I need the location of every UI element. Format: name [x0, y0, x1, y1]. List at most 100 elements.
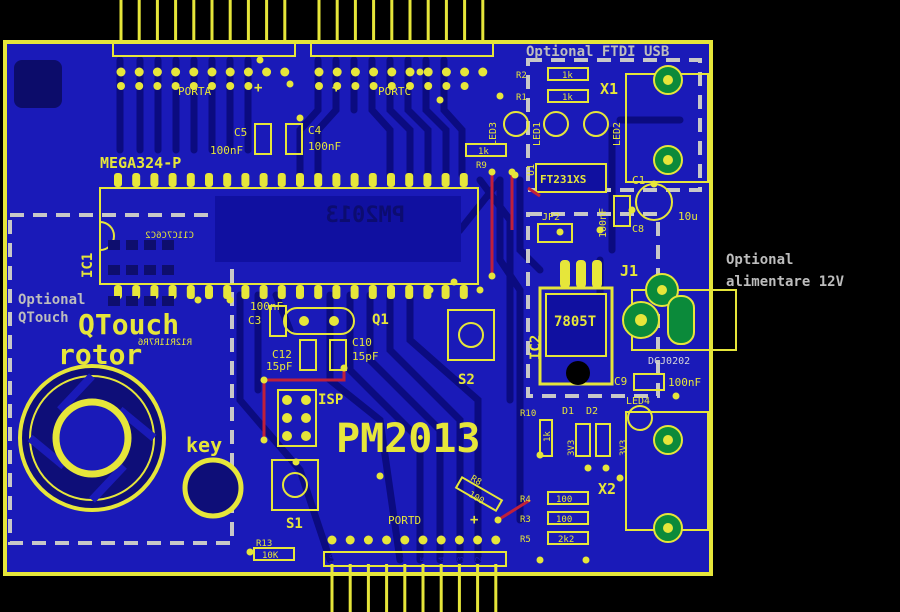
via: [286, 80, 294, 88]
c3-value: 100nF: [250, 300, 283, 313]
c9-label: C9: [614, 375, 627, 388]
via: [556, 228, 564, 236]
via: [508, 168, 516, 176]
via: [488, 168, 496, 176]
mcu-pin: [186, 173, 195, 187]
r13-label: R13: [256, 539, 272, 549]
header-pin-number: 2: [334, 46, 344, 51]
led4-label: LED4: [626, 396, 650, 407]
header-pin: [372, 0, 376, 44]
mcu-pin: [314, 285, 323, 299]
header-pad: [135, 82, 144, 90]
header-pin-number: 7: [227, 46, 237, 51]
led2-label: LED2: [612, 122, 623, 146]
via: [260, 376, 268, 384]
mcu-pin: [423, 173, 432, 187]
header-pin-number: 3: [456, 556, 466, 561]
r1-label: R1: [516, 93, 527, 103]
header-pad: [424, 82, 433, 90]
r8-value: 100: [467, 490, 486, 507]
mcu-pin: [114, 285, 122, 299]
mcu-pin: [405, 285, 414, 299]
header-pin: [476, 564, 480, 612]
r5-value: 2k2: [558, 535, 574, 545]
isp-pads: [282, 395, 311, 441]
header-pin-number: 10: [480, 44, 490, 55]
via: [260, 436, 268, 444]
switch-s2: [447, 309, 495, 361]
header-pad: [327, 535, 337, 545]
j1-label: J1: [620, 262, 638, 280]
header-pin-number: 9: [264, 46, 274, 51]
r3-label: R3: [520, 515, 531, 525]
c10-label: C10: [352, 336, 372, 349]
mcu-pin: [132, 285, 141, 299]
r2-label: R2: [516, 71, 527, 81]
header-pad: [387, 82, 396, 90]
porta-label: PORTA: [178, 85, 211, 98]
header-pin: [210, 0, 214, 44]
d2-label: D2: [586, 406, 598, 417]
c8-label: C8: [632, 224, 644, 235]
qtouch-rotor: [18, 364, 166, 512]
via: [436, 96, 444, 104]
c8-value: 100nF: [598, 208, 609, 238]
r4-label: R4: [520, 495, 531, 505]
usb-connector-x1: [625, 65, 709, 183]
header-pad: [262, 67, 272, 77]
via: [536, 451, 544, 459]
r10-value: 1k: [543, 431, 553, 442]
mcu-pin: [132, 173, 141, 187]
via: [582, 556, 590, 564]
header-pad: [382, 535, 392, 545]
crystal-q1: [283, 307, 355, 335]
header-pad: [405, 67, 415, 77]
via: [616, 474, 624, 482]
jumper-jp2: [537, 223, 573, 243]
via: [256, 56, 264, 64]
d1-label: D1: [562, 406, 574, 417]
mcu-pin: [441, 173, 450, 187]
header-pin: [119, 0, 123, 44]
header-pin-number: 1: [118, 46, 128, 51]
via: [476, 286, 484, 294]
led-footprints: [503, 111, 653, 431]
d2-value: 3V3: [619, 440, 629, 456]
led3-label: LED3: [488, 122, 499, 146]
header-pad: [369, 67, 379, 77]
header-pin: [457, 564, 461, 612]
header-pin-number: 10: [329, 554, 339, 565]
header-pin: [353, 0, 357, 44]
plus-marker: +: [254, 80, 262, 96]
c5-value: 100nF: [210, 144, 243, 157]
header-pad: [332, 67, 342, 77]
mcu-pin: [368, 285, 377, 299]
header-pin-number: 8: [245, 46, 255, 51]
header-pin: [335, 0, 339, 44]
mcu-pin: [387, 173, 395, 187]
header-body: [310, 41, 494, 57]
mcu-pin: [459, 173, 468, 187]
header-pad: [134, 67, 144, 77]
header-pin-number: 3: [352, 46, 362, 51]
header-pad: [436, 535, 446, 545]
mcu-pin: [277, 285, 286, 299]
mcu-pin: [332, 173, 341, 187]
via: [536, 556, 544, 564]
header-pad: [369, 82, 378, 90]
mcu-top-pins: [114, 173, 468, 187]
mcu-pin: [350, 285, 359, 299]
board-title: PM2013: [336, 416, 481, 462]
c3-label: C3: [248, 314, 261, 327]
q1-label: Q1: [372, 312, 389, 328]
qtouch-caps-label: C11C7C6C2: [145, 231, 194, 241]
via: [596, 226, 604, 234]
header-pad: [473, 535, 483, 545]
portc-label: PORTC: [378, 85, 411, 98]
via: [246, 548, 254, 556]
resistor-outlines: [253, 67, 589, 561]
portd-label: PORTD: [388, 514, 421, 527]
mcu-bottom-pins: [114, 285, 468, 299]
header-pad: [244, 82, 253, 90]
via: [292, 458, 300, 466]
